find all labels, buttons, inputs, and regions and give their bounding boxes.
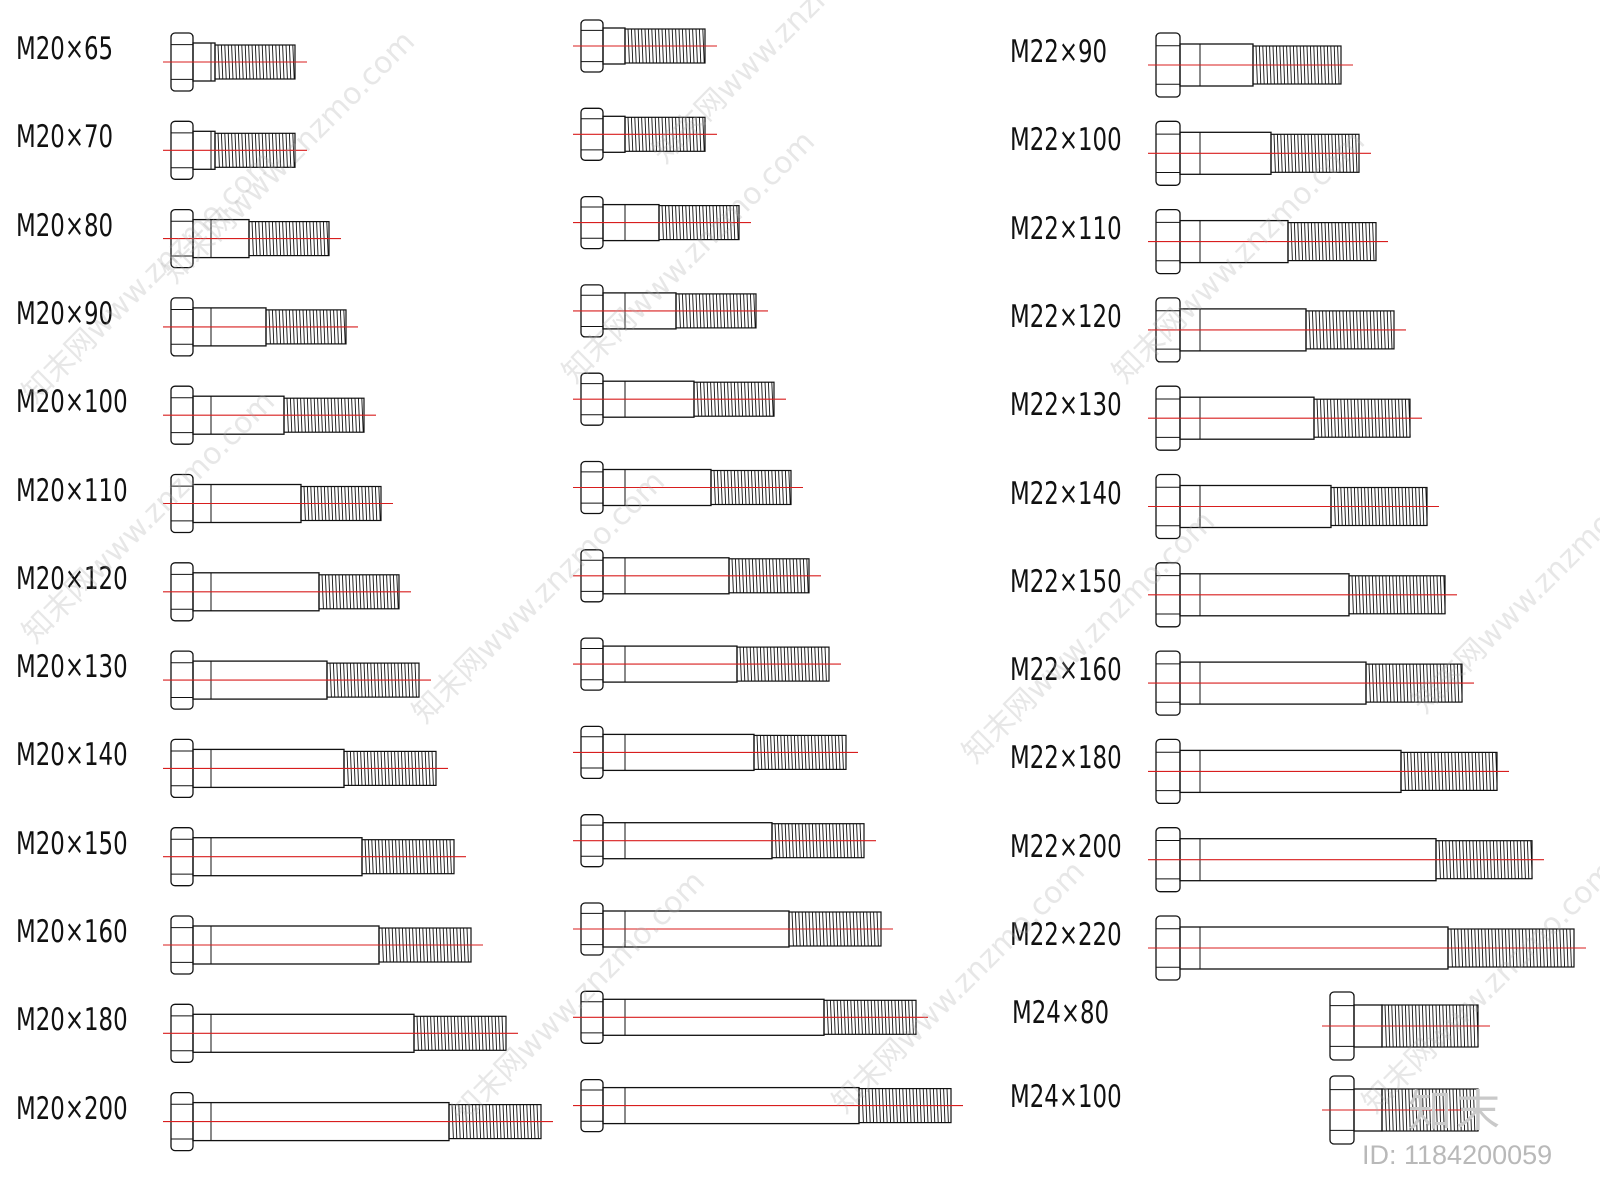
bolt-size-label: M22×100: [1010, 122, 1122, 159]
bolt-size-label: M22×150: [1010, 563, 1122, 600]
bolt-drawing: [163, 650, 431, 710]
bolt-drawing: [573, 19, 717, 73]
bolt-size-label: M20×65: [16, 31, 114, 67]
bolt-drawing: [163, 738, 448, 799]
bolt-size-label: M20×140: [16, 737, 128, 774]
bolt-drawing: [573, 107, 717, 161]
bolt-drawing: [1148, 915, 1586, 981]
bolt-drawing: [573, 195, 751, 250]
bolt-drawing: [573, 284, 768, 338]
bolt-drawing: [1148, 32, 1353, 98]
bolt-drawing: [163, 385, 376, 445]
bolt-drawing: [1148, 473, 1439, 540]
bolt-size-label: M20×90: [16, 295, 114, 332]
bolt-drawing: [1148, 120, 1371, 186]
bolt-size-label: M22×110: [1010, 210, 1122, 247]
bolt-size-label: M20×70: [16, 119, 114, 156]
bolt-drawing: [1148, 650, 1474, 716]
bolt-size-label: M24×80: [1012, 995, 1110, 1031]
bolt-size-label: M22×160: [1010, 652, 1122, 689]
bolt-size-label: M20×120: [16, 560, 128, 597]
watermark-id: ID: 1184200059: [1362, 1140, 1553, 1170]
bolt-drawing: [1148, 208, 1388, 275]
bolt-size-label: M22×200: [1010, 828, 1122, 865]
bolt-size-label: M22×130: [1010, 387, 1122, 424]
bolt-drawing: [163, 32, 307, 92]
bolt-size-label: M20×180: [16, 1002, 128, 1039]
bolt-drawing: [163, 120, 307, 180]
bolt-drawing: [163, 473, 393, 534]
bolt-drawing: [1322, 1075, 1490, 1145]
bolt-size-label: M22×220: [1010, 917, 1122, 953]
bolt-drawing: [1148, 827, 1544, 893]
bolt-drawing: [573, 1078, 963, 1133]
bolt-size-label: M22×120: [1010, 298, 1122, 335]
bolt-drawing: [1148, 562, 1457, 628]
bolt-drawing: [1148, 738, 1509, 805]
bolt-drawing: [573, 549, 821, 603]
bolt-drawing: [573, 990, 928, 1044]
bolt-drawing: [1148, 297, 1406, 363]
bolt-size-label: M20×160: [16, 914, 128, 950]
bolt-drawing: [573, 372, 786, 426]
bolt-size-label: M22×180: [1010, 740, 1122, 777]
bolt-drawing: [1322, 991, 1490, 1061]
bolt-size-label: M24×100: [1010, 1079, 1122, 1115]
bolt-drawing: [573, 725, 858, 780]
bolt-drawing: [573, 814, 876, 868]
bolt-size-label: M20×200: [16, 1090, 128, 1127]
bolt-drawing: [163, 562, 411, 622]
bolt-drawing: [573, 637, 841, 691]
bolt-drawing: [163, 1091, 553, 1152]
bolt-drawing: [163, 208, 341, 269]
bolt-size-label: M22×140: [1010, 475, 1122, 512]
bolt-drawing: [163, 827, 466, 887]
bolt-drawing: [163, 297, 358, 357]
bolt-size-label: M20×100: [16, 384, 128, 421]
bolt-drawing: [573, 460, 803, 515]
bolt-size-label: M22×90: [1010, 34, 1108, 70]
bolt-drawing: [163, 1003, 518, 1063]
bolt-size-label: M20×80: [16, 207, 114, 244]
bolt-drawing: [1148, 385, 1422, 451]
watermark-brand: 知末: [1408, 1086, 1504, 1137]
bolt-size-label: M20×130: [16, 649, 128, 686]
bolt-drawing: [573, 902, 893, 956]
bolt-size-label: M20×110: [16, 472, 128, 509]
bolt-size-label: M20×150: [16, 825, 128, 862]
bolt-drawing: [163, 915, 483, 975]
